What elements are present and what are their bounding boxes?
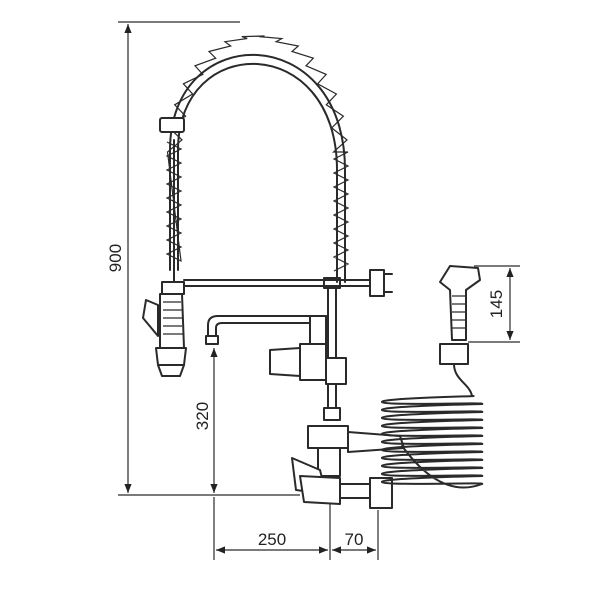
dimension-250: 250 [213, 497, 331, 560]
dimension-250-label: 250 [258, 530, 286, 549]
dimension-145: 145 [468, 265, 520, 343]
dimension-900-label: 900 [106, 244, 125, 272]
main-column [323, 277, 341, 421]
support-arm [183, 269, 393, 297]
pre-rinse-spray-head [142, 139, 187, 377]
dimension-320: 320 [193, 348, 218, 493]
dimension-70: 70 [332, 510, 379, 560]
swivel-spout [205, 315, 327, 347]
dimension-145-label: 145 [487, 290, 506, 318]
spiral-hose [380, 363, 484, 489]
dimension-900: 900 [106, 21, 300, 496]
pre-rinse-spring [159, 35, 350, 283]
dimension-70-label: 70 [345, 530, 364, 549]
valve-housing [269, 343, 347, 385]
spring-clip [159, 117, 185, 133]
dimension-320-label: 320 [193, 402, 212, 430]
hand-shower [439, 265, 481, 365]
